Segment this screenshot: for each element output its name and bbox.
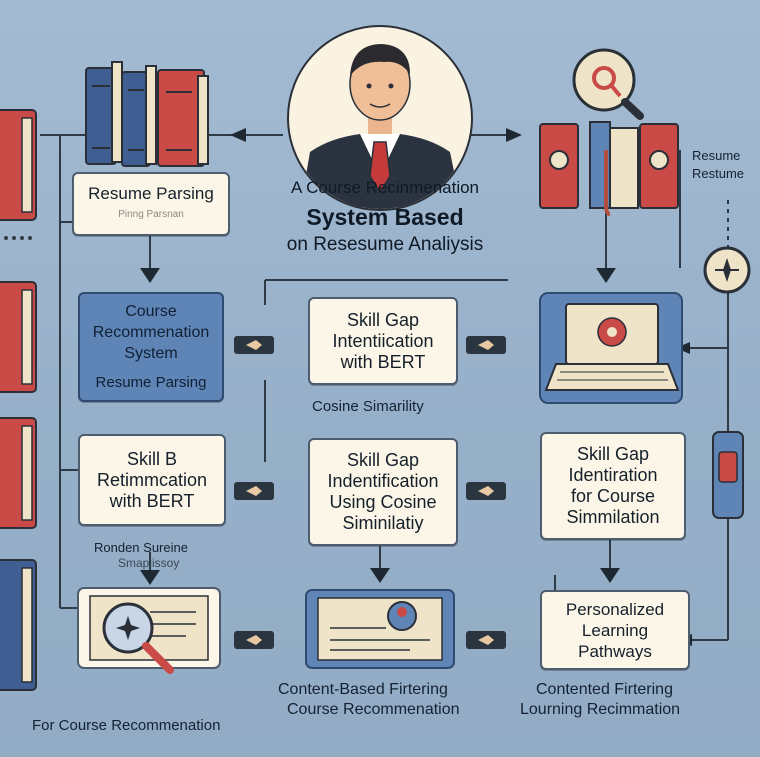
skill-bert-line: with BERT xyxy=(109,490,195,511)
title-line-2: System Based xyxy=(306,204,464,230)
skill-gap-cosine-box: Skill Gap Indentification Using Cosine S… xyxy=(308,438,458,546)
skill-box-line: Intentiication xyxy=(332,330,434,351)
skill-cosine-line: Indentification xyxy=(327,471,439,491)
compass-icon xyxy=(703,246,751,294)
arrow-head-right xyxy=(506,128,522,142)
bottom-left-caption: For Course Recommenation xyxy=(32,717,221,734)
book-stack-icon xyxy=(85,61,209,167)
skill-box-line: Skill Gap xyxy=(346,309,420,330)
cosine-similarity-caption: Cosine Simarility xyxy=(312,398,424,415)
restume-label: Restume xyxy=(692,166,745,181)
course-recommendation-caption: Course Recommenation xyxy=(287,701,460,718)
course-box-line: Course xyxy=(125,303,177,320)
skill-course-line: Skill Gap xyxy=(576,444,650,464)
content-based-filtering-caption: Content-Based Firtering xyxy=(278,681,448,698)
course-box-line: System xyxy=(124,345,178,362)
course-recommendation-box: Course Recommenation System Resume Parsi… xyxy=(78,292,224,402)
contented-filtering-caption: Contented Firtering xyxy=(536,681,673,698)
diagram-title: A Course Recinmenation System Based on R… xyxy=(240,178,530,256)
arrow-head-down xyxy=(596,268,616,283)
resume-card-icon xyxy=(77,587,221,674)
skill-cosine-line: Siminilatiy xyxy=(342,513,424,533)
profile-card-icon xyxy=(305,589,455,669)
personalized-learning-box: Personalized Learning Pathways xyxy=(540,590,690,670)
arrow-head-down xyxy=(140,570,160,585)
arrow-head-left xyxy=(230,128,246,142)
person-icon xyxy=(287,25,473,211)
arrow-head-down xyxy=(140,268,160,283)
resume-label: Resume xyxy=(692,148,741,163)
skill-course-line: Identiration xyxy=(568,465,658,485)
learning-recommendation-caption: Lourning Recimmation xyxy=(520,701,681,718)
skill-course-line: Simmilation xyxy=(566,507,660,527)
skill-bert-line: Retimmcation xyxy=(96,469,208,490)
course-box-line: Resume Parsing xyxy=(95,374,207,391)
skill-cosine-line: Using Cosine xyxy=(329,492,437,512)
arrow-head-down xyxy=(370,568,390,583)
skill-gap-course-box: Skill Gap Identiration for Course Simmil… xyxy=(540,432,686,540)
skill-cosine-line: Skill Gap xyxy=(346,450,420,470)
left-caption-1: Ronden Sureine xyxy=(94,540,188,555)
skill-box-line: with BERT xyxy=(340,351,426,372)
skill-course-line: for Course xyxy=(570,486,656,506)
book-stack-icon xyxy=(539,121,679,216)
personalized-line: Personalized xyxy=(565,599,665,619)
skill-bert-line: Skill B xyxy=(126,448,177,469)
usb-drive-icon xyxy=(712,431,744,519)
skill-bert-box: Skill B Retimmcation with BERT xyxy=(78,434,226,526)
personalized-line: Pathways xyxy=(578,641,652,661)
resume-parsing-label: Resume Parsing xyxy=(88,184,214,203)
resume-parsing-box: Resume Parsing Pinng Parsnan xyxy=(72,172,230,236)
laptop-gear-icon xyxy=(539,292,683,404)
course-box-line: Recommenation xyxy=(92,324,210,341)
title-line-1: A Course Recinmenation xyxy=(290,178,480,197)
arrow-chips xyxy=(234,336,506,649)
magnifier-icon xyxy=(572,48,644,120)
arrow-head-down xyxy=(600,568,620,583)
resume-parsing-sublabel: Pinng Parsnan xyxy=(118,209,184,220)
personalized-line: Learning xyxy=(581,620,649,640)
book-stack-icon xyxy=(0,109,37,691)
skill-gap-bert-box: Skill Gap Intentiication with BERT xyxy=(308,297,458,385)
left-caption-2: Smaplissoy xyxy=(118,556,180,570)
title-line-3: on Resesume Analiysis xyxy=(286,234,484,255)
